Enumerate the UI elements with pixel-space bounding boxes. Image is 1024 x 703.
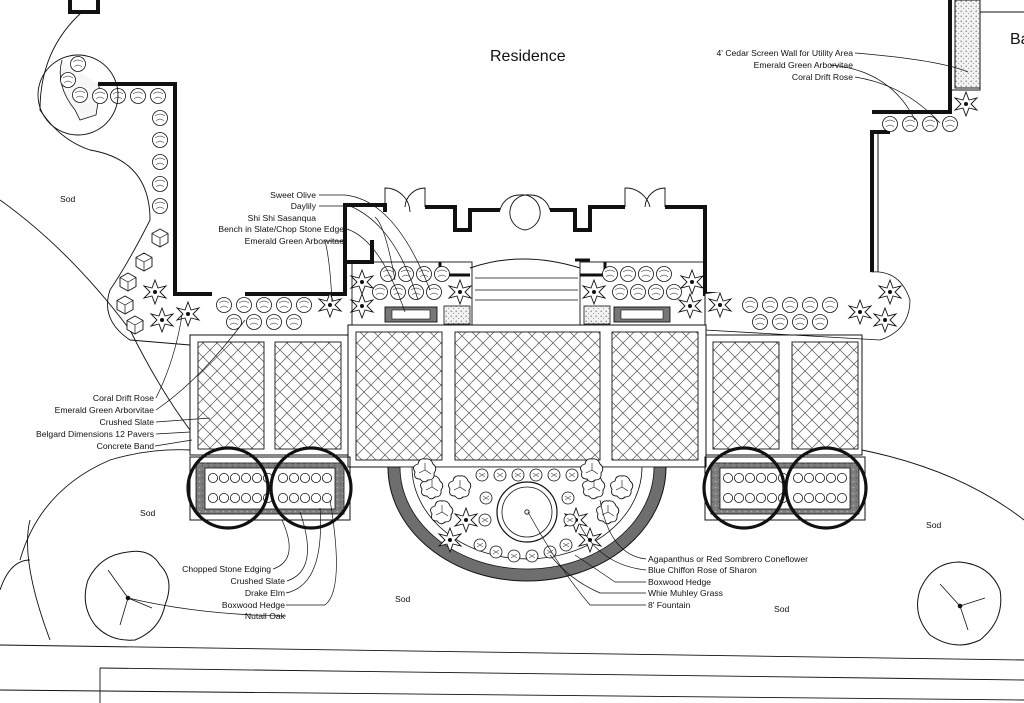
residence-title: Residence	[490, 48, 566, 65]
callout-sweet-olive: Sweet Olive	[270, 190, 316, 200]
house-walls	[68, 0, 1024, 301]
cedar-screen-wall	[954, 0, 981, 89]
left-planting-strip	[59, 56, 374, 335]
fountain-garden	[387, 458, 667, 582]
callout-blue-chiffon-rose: Blue Chiffon Rose of Sharon	[648, 565, 757, 575]
callout-bench: Bench in Slate/Chop Stone Edge	[218, 224, 344, 234]
sod-label: Sod	[60, 194, 76, 204]
callout-emerald-green-arborvitae: Emerald Green Arborvitae	[754, 60, 854, 70]
entry-planters	[350, 261, 706, 328]
callouts-top-left: Sweet Olive Daylily Shi Shi Sasanqua Ben…	[218, 190, 344, 246]
callout-chopped-stone-edging: Chopped Stone Edging	[182, 564, 271, 574]
callout-boxwood-hedge: Boxwood Hedge	[648, 577, 711, 587]
nutall-oak-trees	[37, 54, 1002, 646]
callout-coral-drift-rose: Coral Drift Rose	[93, 393, 154, 403]
callouts-bottom-center: Agapanthus or Red Sombrero Coneflower Bl…	[648, 554, 808, 610]
callouts-left: Coral Drift Rose Emerald Green Arborvita…	[36, 393, 154, 451]
callout-crushed-slate: Crushed Slate	[100, 417, 155, 427]
sod-label: Sod	[926, 520, 942, 530]
leader-lines	[127, 52, 969, 617]
callout-agapanthus: Agapanthus or Red Sombrero Coneflower	[648, 554, 808, 564]
partial-building-label: Ba	[1010, 31, 1024, 48]
callout-boxwood-hedge: Boxwood Hedge	[222, 600, 285, 610]
callout-shi-shi-sasanqua: Shi Shi Sasanqua	[248, 213, 317, 223]
sod-label: Sod	[774, 604, 790, 614]
sod-label: Sod	[140, 508, 156, 518]
callout-coral-drift-rose: Coral Drift Rose	[792, 72, 853, 82]
callouts-bottom-left: Chopped Stone Edging Crushed Slate Drake…	[182, 564, 286, 621]
callout-crushed-slate: Crushed Slate	[231, 576, 286, 586]
sod-labels: Sod Sod Sod Sod Sod	[60, 194, 942, 614]
callout-belgard-pavers: Belgard Dimensions 12 Pavers	[36, 429, 154, 439]
callouts-top-right: 4' Cedar Screen Wall for Utility Area Em…	[717, 48, 854, 82]
callout-nutall-oak: Nutall Oak	[245, 611, 286, 621]
patio	[189, 324, 863, 468]
callout-cedar-screen-wall: 4' Cedar Screen Wall for Utility Area	[717, 48, 854, 58]
callout-concrete-band: Concrete Band	[97, 441, 155, 451]
lower-planters	[186, 446, 868, 530]
ground-lines	[0, 11, 1024, 703]
callout-muhley-grass: Whie Muhley Grass	[648, 588, 723, 598]
callout-emerald-green-arborvitae: Emerald Green Arborvitae	[55, 405, 155, 415]
callout-fountain: 8' Fountain	[648, 600, 690, 610]
callout-emerald-green-arborvitae: Emerald Green Arborvitae	[245, 236, 345, 246]
sod-label: Sod	[395, 594, 411, 604]
callout-drake-elm: Drake Elm	[245, 588, 285, 598]
callout-daylily: Daylily	[291, 201, 317, 211]
right-planting-strip	[680, 91, 978, 341]
